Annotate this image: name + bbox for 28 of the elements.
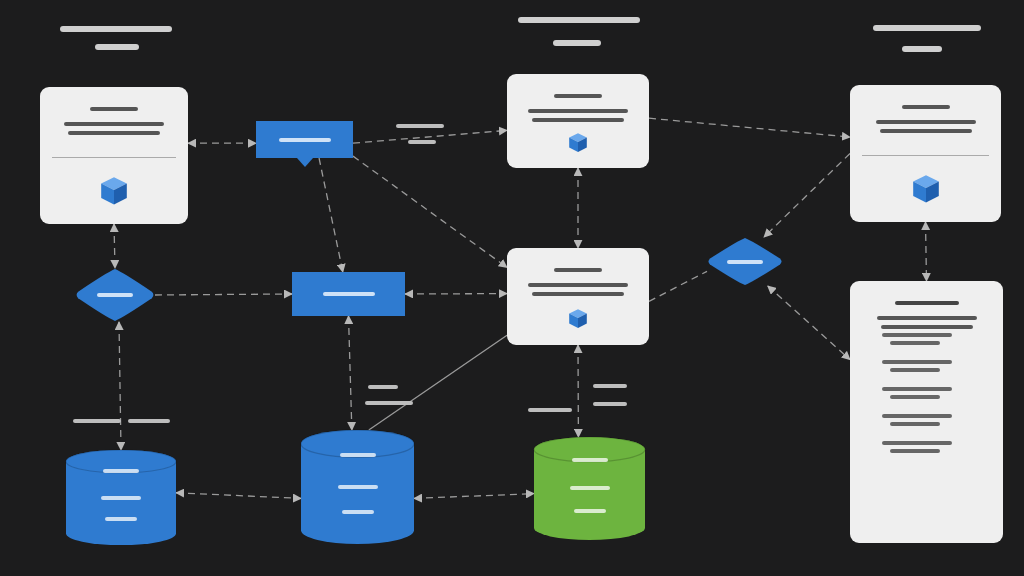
connector-arrow [573,167,583,249]
connector-arrow [413,489,535,503]
decision-diamond [75,268,155,322]
card [507,248,649,345]
connector-arrow [763,152,851,238]
card [507,74,649,168]
connector-arrow [344,315,357,431]
database-cylinder [301,430,414,544]
connector-arrow [352,126,508,144]
connector-arrow [175,488,302,503]
process-box [292,272,405,316]
card [850,85,1001,222]
card [850,281,1003,543]
decision-diamond [707,237,783,286]
connector-arrow [109,223,120,269]
connector-arrow [318,157,346,273]
connector-arrow [114,321,126,451]
connector-arrow [154,289,293,299]
connector-arrow [187,138,257,148]
connector-arrow [648,117,851,141]
connector-arrow [767,285,851,361]
card [40,87,188,224]
connector-arrow [921,221,931,282]
database-cylinder [66,450,176,545]
connector-arrow [404,289,508,299]
connector-arrow [352,155,508,269]
connector-arrow [573,344,583,438]
database-cylinder [534,437,645,540]
